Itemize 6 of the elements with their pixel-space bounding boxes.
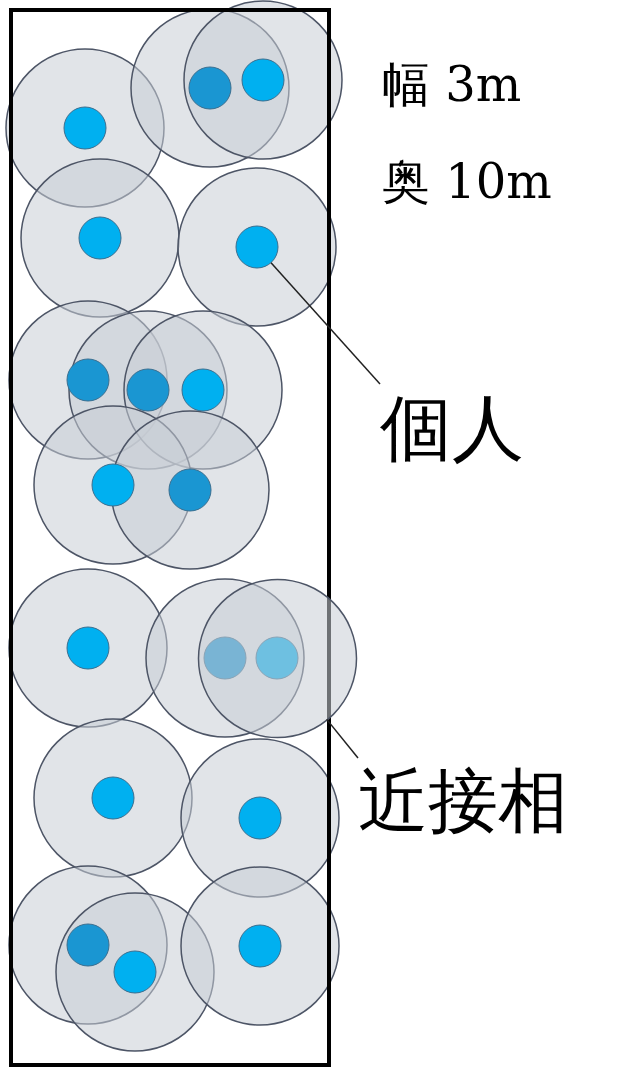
person-label: 個人: [380, 392, 524, 464]
leader-line: [270, 261, 381, 385]
dimension-label: 幅 3m: [382, 60, 522, 108]
proximity-label: 近接相: [358, 766, 568, 836]
leader-line: [325, 718, 359, 759]
dimension-label: 奥 10m: [382, 157, 552, 205]
